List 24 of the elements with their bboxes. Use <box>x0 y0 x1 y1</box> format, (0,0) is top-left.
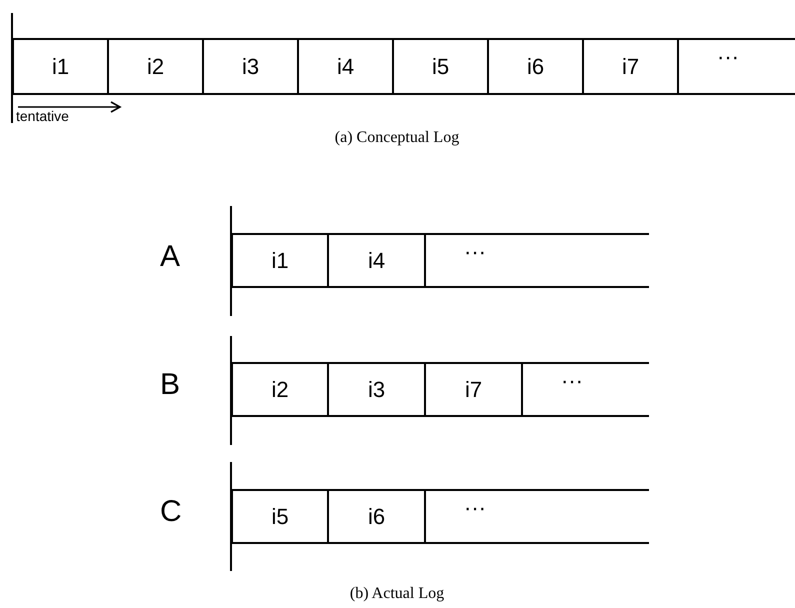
log-entry-cell: ··· <box>677 38 795 95</box>
log-entry-cell: i5 <box>392 38 487 95</box>
log-name: C <box>160 495 183 529</box>
log-name: A <box>160 240 182 274</box>
arrow-label: tentative <box>16 108 70 124</box>
log-entry-cell: i2 <box>231 362 327 417</box>
log-entry-cell: i3 <box>327 362 424 417</box>
figure-caption: (b) Actual Log <box>348 584 446 604</box>
log-entry-cell: i5 <box>231 489 327 544</box>
log-entry-cell: i2 <box>107 38 202 95</box>
figure-caption: (a) Conceptual Log <box>334 128 460 148</box>
log-entry-cell: ··· <box>424 233 649 288</box>
log-entry-cell: i4 <box>297 38 392 95</box>
log-entry-cell: i7 <box>582 38 677 95</box>
log-entry-cell: i1 <box>12 38 107 95</box>
log-entry-cell: i6 <box>327 489 424 544</box>
log-entry-cell: ··· <box>424 489 649 544</box>
log-entry-cell: i1 <box>231 233 327 288</box>
log-name: B <box>160 368 182 402</box>
log-entry-cell: ··· <box>521 362 649 417</box>
log-entry-cell: i6 <box>487 38 582 95</box>
log-entry-cell: i3 <box>202 38 297 95</box>
log-entry-cell: i7 <box>424 362 521 417</box>
log-entry-cell: i4 <box>327 233 424 288</box>
